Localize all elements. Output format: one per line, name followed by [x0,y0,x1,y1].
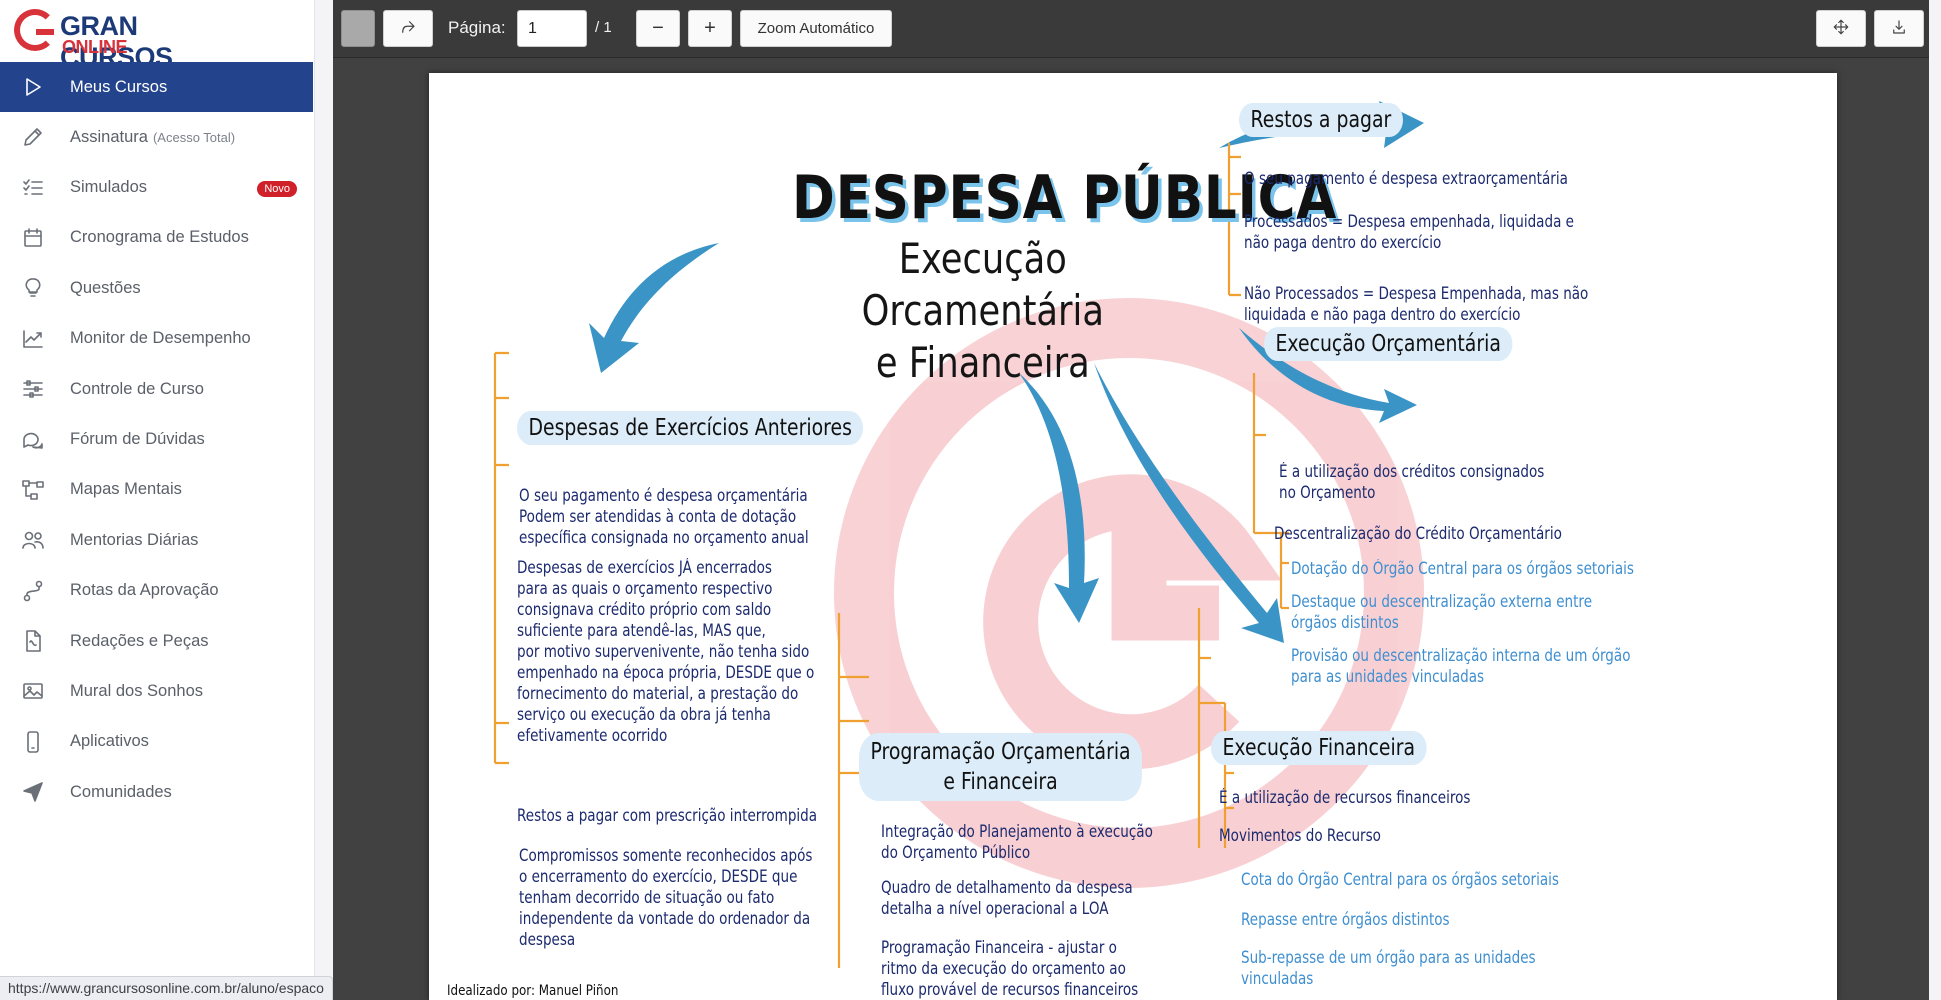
exec-orc-subitem: Dotação do Órgão Central para os órgãos … [1291,559,1634,578]
exec-fin-subitem: Cota do Órgão Central para os órgãos set… [1241,870,1559,889]
pdf-file-icon [20,628,46,654]
exec-orc-item: É a utilização dos créditos consignados … [1279,462,1545,502]
sidebar-item-cronograma[interactable]: Cronograma de Estudos [0,213,313,263]
mindmap-icon [20,477,46,503]
restos-item: Processados = Despesa empenhada, liquida… [1244,212,1574,252]
sliders-icon [20,376,46,402]
users-icon [20,527,46,553]
sidebar-item-label: Rotas da Aprovação [70,581,219,600]
exec-fin-subitem: Sub-repasse de um órgão para as unidades… [1241,948,1536,988]
chat-bubbles-icon [20,427,46,453]
move-icon [1832,18,1850,40]
logo-g-mark-icon [14,9,56,51]
new-badge: Novo [257,181,297,198]
sidebar-toggle-button[interactable] [341,10,375,47]
sidebar-nav: Meus Cursos Assinatura (Acesso Total) Si… [0,62,313,817]
document-title: DESPESA PÚBLICA [792,163,1338,233]
sidebar-item-redacoes[interactable]: Redações e Peças [0,616,313,666]
play-icon [20,74,46,100]
programacao-item: Programação Financeira - ajustar o ritmo… [881,938,1139,999]
exec-orc-item: Descentralização do Crédito Orçamentário [1274,524,1562,543]
section-heading-programacao: Programação Orçamentária e Financeira [859,733,1143,801]
pdf-viewer: Página: / 1 − + Zoom Automático [333,0,1929,1000]
sidebar-item-label: Monitor de Desempenho [70,329,251,348]
page-number-input[interactable] [517,10,587,47]
zoom-in-button[interactable]: + [688,10,732,47]
send-icon [20,779,46,805]
download-icon [1890,18,1908,40]
sidebar-item-label: Mural dos Sonhos [70,681,203,700]
sidebar-item-comunidades[interactable]: Comunidades [0,767,313,817]
sidebar-item-label: Questões [70,278,141,297]
page-total: / 1 [595,19,612,36]
calendar-icon [20,225,46,251]
checklist-icon [20,175,46,201]
restos-item: Não Processados = Despesa Empenhada, mas… [1244,284,1589,324]
sidebar-item-label: Cronograma de Estudos [70,228,249,247]
document-page: DESPESA PÚBLICA Execução Orcamentária e … [429,73,1837,1000]
zoom-select[interactable]: Zoom Automático [740,10,892,47]
route-icon [20,578,46,604]
pencil-icon [20,124,46,150]
smartphone-icon [20,729,46,755]
sidebar-item-sublabel: (Acesso Total) [152,129,236,145]
exec-fin-subitem: Repasse entre órgãos distintos [1241,910,1450,929]
exec-fin-item: É a utilização de recursos financeiros [1219,788,1471,807]
viewer-toolbar: Página: / 1 − + Zoom Automático [333,0,1929,58]
move-tool-button[interactable] [1816,10,1866,47]
document-subtitle: Execução Orcamentária e Financeira [861,234,1104,387]
restos-item: O seu pagamento é despesa extraorçamentá… [1244,169,1568,188]
anteriores-item: Restos a pagar com prescrição interrompi… [517,806,818,825]
sidebar-item-aplicativos[interactable]: Aplicativos [0,717,313,767]
section-heading-anteriores: Despesas de Exercícios Anteriores [517,411,864,445]
share-button[interactable] [383,10,433,47]
sidebar-item-label: Mapas Mentais [70,480,182,499]
anteriores-item: Despesas de exercícios JÁ encerrados par… [517,558,815,745]
section-heading-exec-fin: Execução Financeira [1211,731,1427,765]
exec-orc-subitem: Destaque ou descentralização externa ent… [1291,592,1593,632]
section-heading-exec-orc: Execução Orçamentária [1264,327,1513,361]
sidebar-item-label: Fórum de Dúvidas [70,430,205,449]
sidebar-item-rotas[interactable]: Rotas da Aprovação [0,566,313,616]
document-credit: Idealizado por: Manuel Piñon [447,983,619,999]
mind-map-connectors [493,143,1289,968]
logo-text-line2: ONLINE [62,37,128,57]
anteriores-item: Compromissos somente reconhecidos após o… [519,846,813,949]
sidebar-item-label: Assinatura [70,127,148,146]
image-icon [20,678,46,704]
sidebar-item-monitor[interactable]: Monitor de Desempenho [0,314,313,364]
sidebar-item-simulados[interactable]: Simulados Novo [0,162,313,212]
sidebar-item-label: Aplicativos [70,732,149,751]
sidebar-item-meus-cursos[interactable]: Meus Cursos [0,62,313,112]
sidebar-item-assinatura[interactable]: Assinatura (Acesso Total) [0,112,313,162]
lightbulb-icon [20,275,46,301]
trend-chart-icon [20,326,46,352]
sidebar-item-mapas[interactable]: Mapas Mentais [0,465,313,515]
sidebar-item-label: Controle de Curso [70,379,204,398]
sidebar-item-mentorias[interactable]: Mentorias Diárias [0,515,313,565]
programacao-item: Integração do Planejamento à execução do… [881,822,1153,862]
sidebar-item-questoes[interactable]: Questões [0,263,313,313]
sidebar-item-forum[interactable]: Fórum de Dúvidas [0,414,313,464]
zoom-out-button[interactable]: − [636,10,680,47]
sidebar: GRAN CURSOS ONLINE Meus Cursos Assinatur… [0,0,333,1000]
gran-cursos-logo[interactable]: GRAN CURSOS ONLINE [14,9,254,72]
section-heading-restos: Restos a pagar [1239,103,1403,137]
exec-orc-subitem: Provisão ou descentralização interna de … [1291,646,1631,686]
sidebar-item-controle[interactable]: Controle de Curso [0,364,313,414]
sidebar-item-label: Simulados [70,178,148,197]
sidebar-item-label: Mentorias Diárias [70,530,199,549]
exec-fin-item: Movimentos do Recurso [1219,826,1381,845]
anteriores-item: O seu pagamento é despesa orçamentária P… [519,486,809,547]
page-label: Página: [448,18,506,37]
sidebar-item-label: Meus Cursos [70,77,168,96]
sidebar-item-label: Comunidades [70,782,172,801]
status-bar-url: https://www.grancursosonline.com.br/alun… [0,976,333,1000]
sidebar-item-mural[interactable]: Mural dos Sonhos [0,666,313,716]
share-icon [399,18,417,40]
programacao-item: Quadro de detalhamento da despesa detalh… [881,878,1133,918]
sidebar-item-label: Redações e Peças [70,631,209,650]
download-button[interactable] [1874,10,1924,47]
